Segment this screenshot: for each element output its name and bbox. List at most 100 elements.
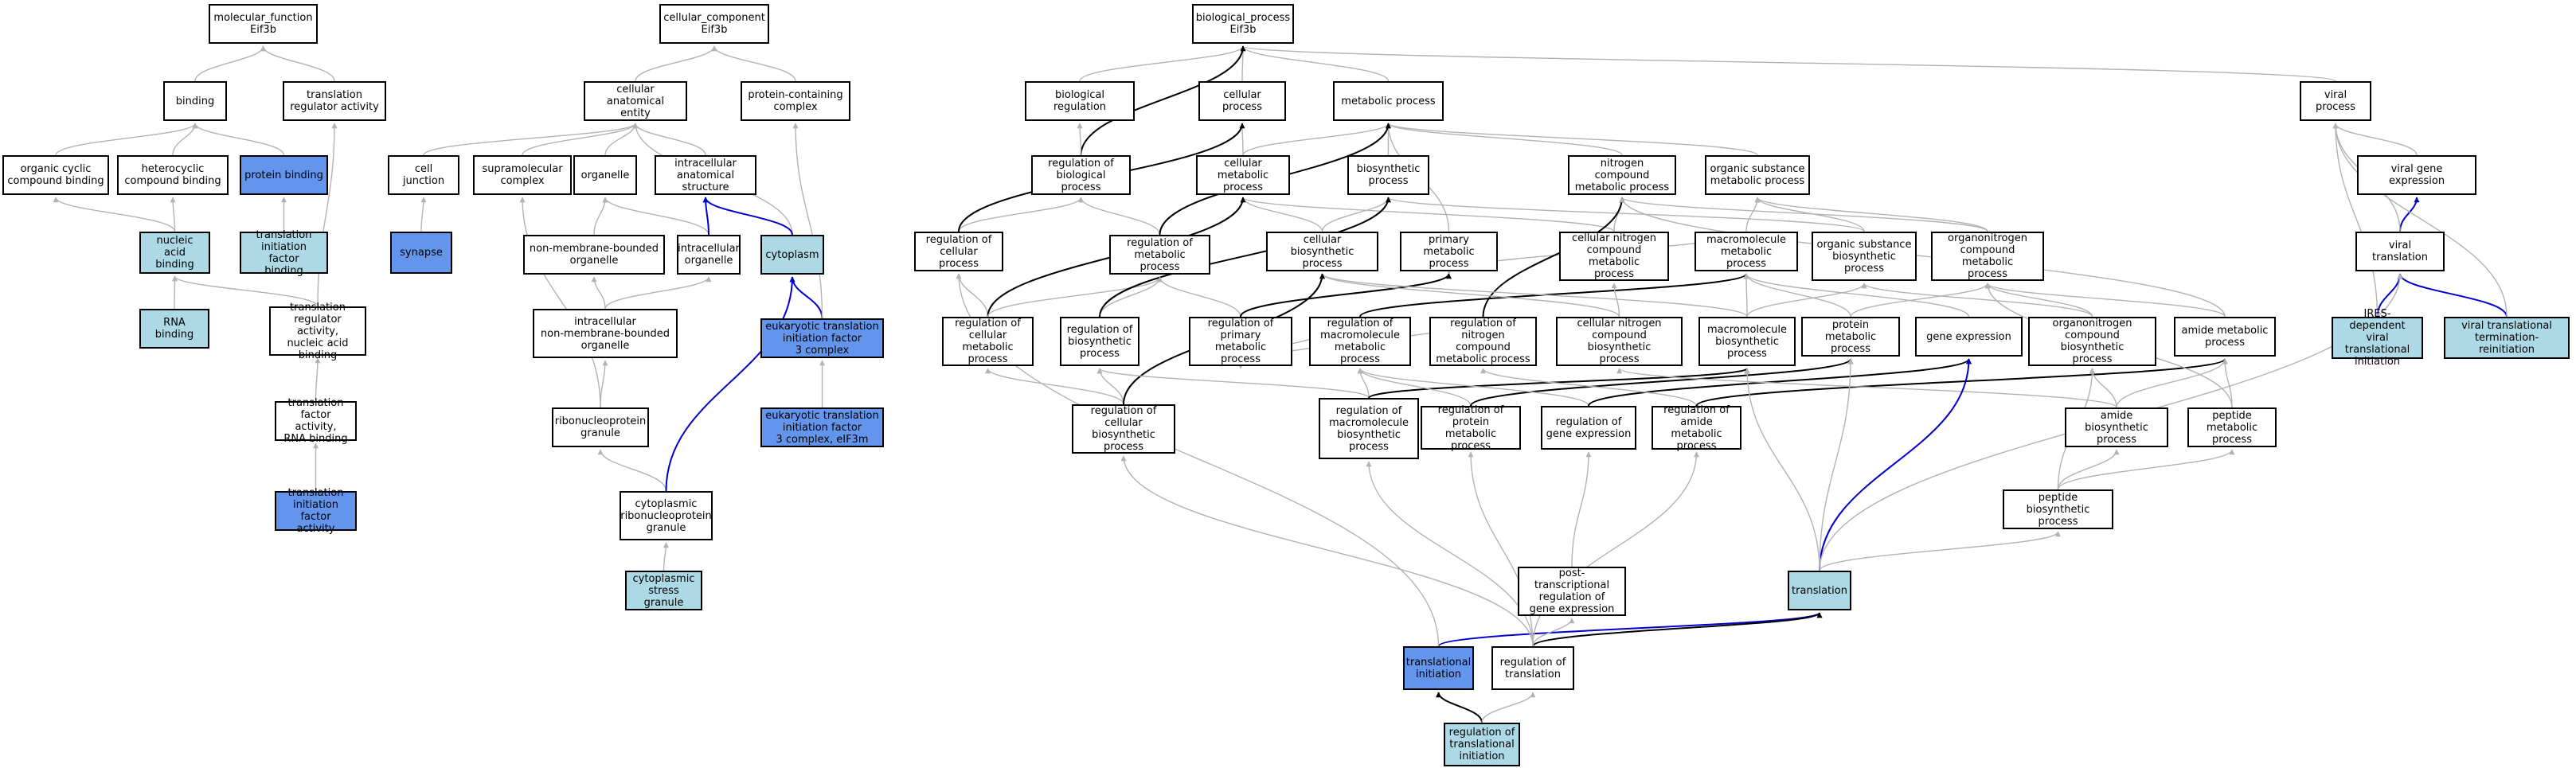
go-term-pcc[interactable]: protein-containing complex [741, 81, 850, 121]
edge-rpmp-to-pmp [1240, 273, 1452, 318]
go-term-cmp[interactable]: cellular metabolic process [1196, 155, 1290, 195]
edge-oncmp-to-osmp [1754, 197, 1988, 232]
go-term-inmbo[interactable]: intracellular non-membrane-bounded organ… [533, 309, 678, 358]
go-term-oncbp[interactable]: organonitrogen compound biosynthetic pro… [2028, 317, 2156, 366]
go-term-rmbsp[interactable]: regulation of macromolecule biosynthetic… [1319, 398, 1419, 459]
go-term-ge[interactable]: gene expression [1915, 317, 2023, 357]
go-term-cncmp[interactable]: cellular nitrogen compound metabolic pro… [1559, 232, 1669, 281]
edge-ramp-to-rncmp [1480, 368, 1698, 407]
go-term-rcp[interactable]: regulation of cellular process [914, 232, 1003, 271]
go-term-ocb[interactable]: organic cyclic compound binding [2, 155, 109, 195]
go-term-cproc[interactable]: cellular process [1198, 81, 1286, 121]
go-term-protmp[interactable]: protein metabolic process [1801, 317, 1900, 357]
go-term-rge[interactable]: regulation of gene expression [1541, 406, 1636, 450]
edge-ncmp-to-mproc [1386, 123, 1623, 156]
go-term-trra[interactable]: translation regulator activity [283, 81, 386, 121]
go-term-vge[interactable]: viral gene expression [2357, 155, 2476, 195]
go-term-vtti[interactable]: viral translational termination-reinitia… [2444, 317, 2570, 359]
go-term-supra[interactable]: supramolecular complex [473, 155, 572, 195]
go-term-osbp[interactable]: organic substance biosynthetic process [1812, 232, 1917, 281]
go-term-mmp[interactable]: macromolecule metabolic process [1695, 232, 1798, 271]
go-term-organelle[interactable]: organelle [573, 155, 637, 195]
go-term-hcb[interactable]: heterocyclic compound binding [117, 155, 229, 195]
go-term-nmbo[interactable]: non-membrane-bounded organelle [523, 235, 665, 275]
edge-cncmp-to-cmp [1240, 197, 1615, 232]
go-term-vt[interactable]: viral translation [2355, 232, 2445, 271]
go-term-eif3c[interactable]: eukaryotic translation initiation factor… [760, 318, 884, 358]
go-term-mbsp[interactable]: macromolecule biosynthetic process [1698, 317, 1796, 366]
go-term-rtransl[interactable]: regulation of translation [1491, 646, 1574, 690]
go-term-bp[interactable]: biological_process Eif3b [1192, 4, 1294, 44]
go-term-rpmp[interactable]: regulation of primary metabolic process [1189, 317, 1292, 366]
go-term-mf[interactable]: molecular_function Eif3b [209, 4, 318, 44]
edge-rbsp-to-bsp [1099, 197, 1391, 318]
edge-rtransl-to-rmbsp [1366, 461, 1534, 647]
go-term-rcmp[interactable]: regulation of cellular metabolic process [942, 317, 1034, 366]
go-term-osmp[interactable]: organic substance metabolic process [1705, 155, 1810, 195]
edge-rtransl-to-rcbsp [1120, 455, 1534, 647]
go-term-peptmp[interactable]: peptide metabolic process [2187, 407, 2277, 447]
go-term-bind[interactable]: binding [163, 81, 227, 121]
edge-ias-to-cae [632, 123, 706, 156]
go-term-iresvti[interactable]: IRES-dependent viral translational initi… [2332, 308, 2423, 368]
edge-abp-to-amp [2116, 358, 2228, 408]
go-term-rncmp[interactable]: regulation of nitrogen compound metaboli… [1429, 317, 1537, 366]
go-term-tfarb[interactable]: translation factor activity, RNA binding [275, 397, 357, 445]
go-term-rnpg[interactable]: ribonucleoprotein granule [552, 407, 649, 447]
edge-trra-to-mf [260, 45, 335, 82]
go-term-pmp[interactable]: primary metabolic process [1400, 232, 1498, 271]
go-term-amp[interactable]: amide metabolic process [2174, 317, 2276, 357]
go-term-ncmp[interactable]: nitrogen compound metabolic process [1568, 155, 1676, 195]
edge-rbp-to-bp [1080, 45, 1246, 156]
go-term-abp[interactable]: amide biosynthetic process [2065, 407, 2168, 447]
go-term-oncmp[interactable]: organonitrogen compound metabolic proces… [1931, 232, 2044, 281]
go-term-ptrge[interactable]: post-transcriptional regulation of gene … [1518, 567, 1626, 616]
go-term-bsp[interactable]: biosynthetic process [1347, 155, 1429, 195]
go-term-ias[interactable]: intracellular anatomical structure [655, 155, 756, 195]
edge-rprotmp-to-protmp [1470, 358, 1854, 407]
go-term-cyto[interactable]: cytoplasm [760, 235, 824, 275]
go-term-mproc[interactable]: metabolic process [1333, 81, 1444, 121]
edge-rtransl-to-rprotmp [1468, 451, 1534, 647]
go-term-rbp[interactable]: regulation of biological process [1031, 155, 1131, 195]
go-term-rnab[interactable]: RNA binding [139, 309, 209, 349]
go-term-ramp[interactable]: regulation of amide metabolic process [1652, 404, 1741, 452]
go-term-cc[interactable]: cellular_component Eif3b [659, 4, 769, 44]
go-term-protb[interactable]: protein binding [240, 155, 328, 195]
edge-ptrge-to-rge [1571, 451, 1592, 567]
go-term-io[interactable]: intracellular organelle [677, 235, 741, 275]
go-term-synapse[interactable]: synapse [390, 232, 452, 274]
go-term-rmp[interactable]: regulation of metabolic process [1109, 235, 1210, 275]
edge-supra-to-cae [522, 123, 639, 156]
go-term-csg[interactable]: cytoplasmic stress granule [625, 571, 702, 610]
go-term-rprotmp[interactable]: regulation of protein metabolic process [1421, 404, 1521, 452]
go-term-tifb[interactable]: translation initiation factor binding [240, 229, 328, 277]
go-term-cncbp[interactable]: cellular nitrogen compound biosynthetic … [1556, 317, 1683, 366]
go-term-rmmp[interactable]: regulation of macromolecule metabolic pr… [1309, 317, 1411, 366]
go-term-rcbsp[interactable]: regulation of cellular biosynthetic proc… [1072, 404, 1175, 454]
edge-csg-to-crnpg [663, 542, 669, 571]
go-term-rbsp[interactable]: regulation of biosynthetic process [1060, 317, 1139, 366]
go-term-trranab[interactable]: translation regulator activity, nucleic … [269, 302, 366, 361]
go-term-pbp[interactable]: peptide biosynthetic process [2003, 489, 2113, 529]
edge-peptmp-to-amp [2222, 358, 2233, 408]
edge-rcmp-to-rmp [987, 276, 1163, 318]
go-term-tifa[interactable]: translation initiation factor activity [275, 487, 357, 535]
edge-vt-to-vge [2399, 197, 2420, 232]
go-term-eif3m[interactable]: eukaryotic translation initiation factor… [760, 407, 884, 447]
go-term-cbsp[interactable]: cellular biosynthetic process [1266, 232, 1378, 271]
go-term-breg[interactable]: biological regulation [1025, 81, 1135, 121]
go-term-ti[interactable]: translational initiation [1403, 646, 1474, 690]
go-term-cae[interactable]: cellular anatomical entity [584, 81, 687, 121]
go-term-vproc[interactable]: viral process [2300, 81, 2371, 121]
edge-abp-to-cncbp [1616, 368, 2117, 408]
edge-cmp-to-mproc [1242, 123, 1391, 156]
edge-nab-to-hcb [170, 197, 176, 232]
go-term-transl[interactable]: translation [1788, 571, 1851, 610]
edge-cj-to-cae [423, 123, 639, 156]
go-term-cj[interactable]: cell junction [388, 155, 459, 195]
go-term-nab[interactable]: nucleic acid binding [139, 232, 210, 274]
go-term-rti[interactable]: regulation of translational initiation [1444, 723, 1520, 766]
go-term-crnpg[interactable]: cytoplasmic ribonucleoprotein granule [620, 491, 713, 540]
edge-rmbsp-to-mbsp [1368, 368, 1750, 399]
